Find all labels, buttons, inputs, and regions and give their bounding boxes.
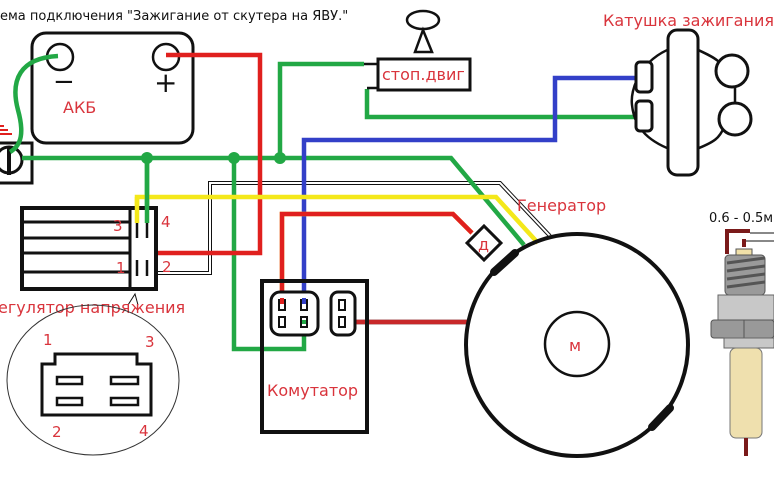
wire-green-stop <box>277 61 364 158</box>
connector-pin-3: 3 <box>145 333 155 351</box>
connector-pin-2: 2 <box>52 423 62 441</box>
spark-gap-label: 0.6 - 0.5м <box>709 211 773 226</box>
connector-pin-1: 1 <box>43 331 53 349</box>
stop-switch-label: стоп.двиг <box>382 65 465 84</box>
wire-green-coil <box>364 89 645 120</box>
connector-pin-4: 4 <box>139 422 149 440</box>
wire-blue <box>301 75 645 302</box>
junction-dot <box>141 152 153 164</box>
regulator-pin-3: 3 <box>113 217 123 235</box>
wire-red-sensor <box>279 211 474 304</box>
diagram-title: ема подключения "Зажигание от скутера на… <box>0 9 348 24</box>
voltage-regulator: 3 4 1 2 егулятор напряжения <box>0 160 185 317</box>
stop-switch: стоп.двиг <box>364 9 472 92</box>
junction-dot <box>228 152 240 164</box>
regulator-pin-2: 2 <box>162 258 172 276</box>
ignition-coil: Катушка зажигания <box>603 11 774 177</box>
generator-label: Генератор <box>517 196 606 215</box>
ignition-coil-label: Катушка зажигания <box>603 11 774 30</box>
generator: Генератор м д <box>464 196 690 458</box>
commutator-label: Комутатор <box>267 381 358 400</box>
ground-terminal <box>0 125 34 185</box>
junction-dot <box>274 152 286 164</box>
regulator-pin-1: 1 <box>116 259 126 277</box>
wire-green-battery-ground <box>8 53 59 154</box>
battery-label: АКБ <box>63 98 96 117</box>
sensor-label: д <box>478 235 489 254</box>
battery: − + АКБ <box>30 31 195 145</box>
sensor-box <box>464 223 504 263</box>
plus-sign: + <box>154 66 177 99</box>
commutator: Комутатор <box>260 279 369 434</box>
regulator-pin-4: 4 <box>161 213 171 231</box>
regulator-label: егулятор напряжения <box>0 298 185 317</box>
wire-yellow-red-sensor <box>279 211 474 304</box>
wire-double-thin <box>150 181 552 275</box>
wire-green-bus <box>22 155 526 247</box>
minus-sign: − <box>53 67 75 97</box>
regulator-connector-detail: 1 3 2 4 <box>6 304 180 456</box>
rotor-label: м <box>569 336 581 355</box>
spark-plug: 0.6 - 0.5м <box>709 211 774 456</box>
